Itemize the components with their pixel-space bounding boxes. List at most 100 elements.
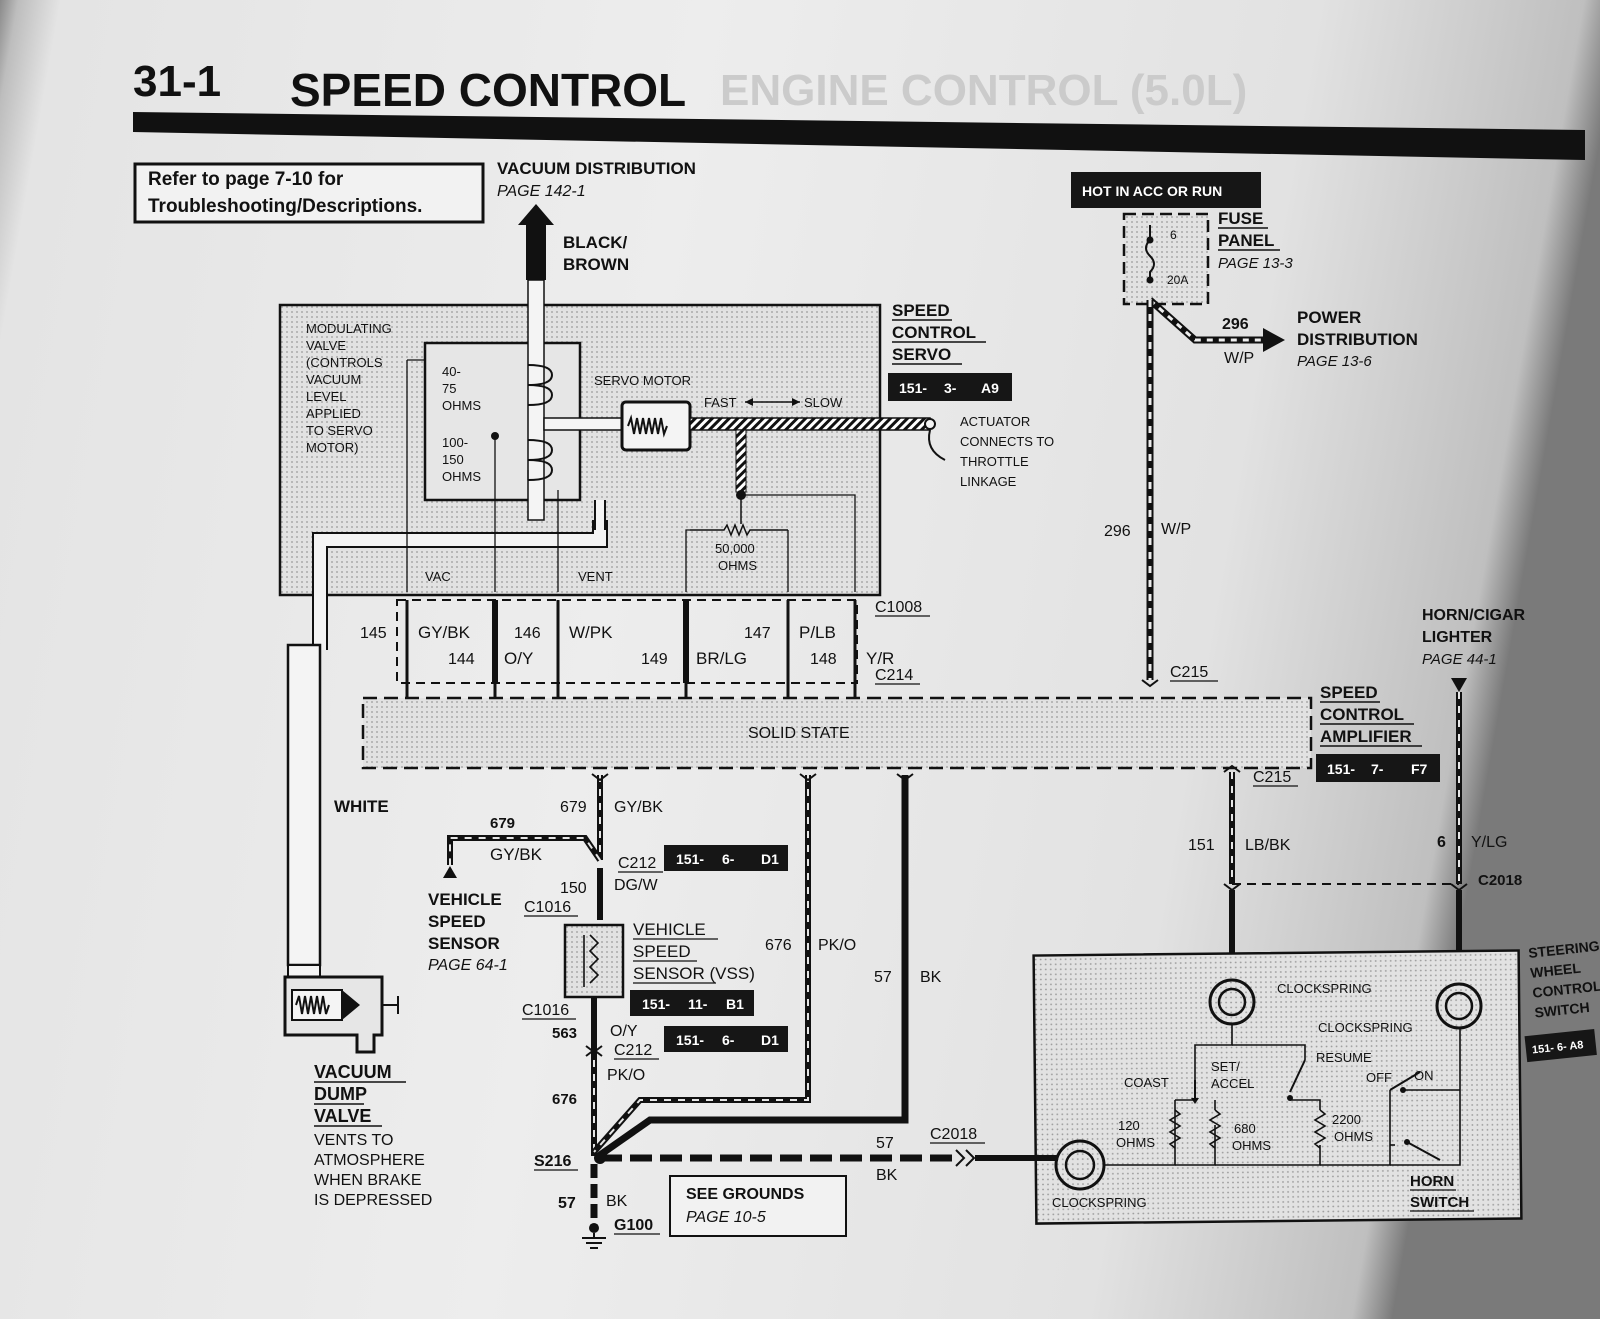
wire-150-color: DG/W [614, 877, 658, 894]
wire-57-no-b: 57 [876, 1135, 894, 1152]
power-dist-title-1: POWER [1297, 308, 1361, 327]
vacuum-distribution-label: VACUUM DISTRIBUTION [497, 159, 696, 178]
fuse-dot [1146, 276, 1154, 284]
wire-296-to-power [1147, 297, 1270, 344]
vacuum-dump-valve-icon [283, 964, 399, 1054]
servo-title-2: CONTROL [892, 323, 976, 342]
coil-label-line: OHMS [442, 469, 481, 484]
see-grounds-box: SEE GROUNDS PAGE 10-5 [669, 1175, 847, 1237]
switch-contact [1191, 1098, 1199, 1104]
dump-valve-desc-1: VENTS TO [314, 1132, 393, 1149]
c2018-right-label: C2018 [1478, 872, 1522, 889]
fuse-panel-title-1: FUSE [1218, 209, 1263, 228]
steering-switch-title: STEERING WHEEL CONTROL SWITCH [1527, 938, 1600, 1021]
dump-valve-desc-2: ATMOSPHERE [314, 1152, 425, 1169]
power-dist-page: PAGE 13-6 [1297, 353, 1372, 370]
vac-label: VAC [425, 569, 451, 584]
wire-147-color: P/LB [799, 623, 836, 642]
vacuum-distribution-page: PAGE 142-1 [497, 183, 586, 200]
wire-6-color: Y/LG [1471, 834, 1507, 851]
vacuum-supply-pipe [527, 279, 545, 521]
steering-wheel-control-switch [1032, 949, 1523, 1225]
remote-vss-title-3: SENSOR [428, 934, 500, 953]
c212-upper-ref-badge: 151- 6- D1 [664, 845, 788, 871]
servo-title-3: SERVO [892, 345, 951, 364]
amplifier-body-label: SOLID STATE [748, 725, 850, 742]
wire-57-no-a: 57 [874, 969, 892, 986]
dump-valve-title-1: VACUUM [314, 1062, 392, 1082]
actuator-label-line: THROTTLE [960, 454, 1029, 469]
amplifier-title-1: SPEED [1320, 683, 1378, 702]
wire-57-no-c: 57 [558, 1195, 576, 1212]
ref-part: 3- [944, 380, 957, 396]
wire-145-no: 145 [360, 625, 387, 642]
s216-label: S216 [534, 1153, 571, 1170]
amp-pin-icon [896, 773, 914, 782]
harness-to-amplifier [405, 683, 857, 698]
c2018-pin-icon [955, 1149, 976, 1167]
vss-sensor-icon [563, 923, 625, 999]
ref-part: 6- [722, 1032, 735, 1048]
refer-line-2: Troubleshooting/Descriptions. [148, 196, 422, 217]
resistor-120-icon [1168, 1109, 1182, 1149]
c212-lower-ref-badge: 151- 6- D1 [664, 1026, 788, 1052]
valve-label-line: APPLIED [306, 406, 361, 421]
c212-lower-pin-icon [585, 1045, 603, 1057]
wire-150-no: 150 [560, 880, 587, 897]
valve-label: MODULATING VALVE (CONTROLS VACUUM LEVEL … [306, 321, 392, 455]
c215-pin-icon [1141, 679, 1159, 688]
c1008-label: C1008 [875, 599, 922, 616]
servo-internal-leads [406, 359, 856, 592]
coil-label-line: 75 [442, 381, 456, 396]
potentiometer-icon [690, 522, 788, 538]
horn-cigar-title-2: LIGHTER [1422, 629, 1493, 646]
resistor-680-icon [1208, 1109, 1222, 1149]
off-label: OFF [1366, 1070, 1392, 1085]
on-off-switch-icon [1389, 1071, 1421, 1091]
coil-label-line: 100- [442, 435, 468, 450]
wire-57-amp [597, 775, 909, 1158]
ref-part: 11- [688, 996, 708, 1012]
dump-valve-title-3: VALVE [314, 1106, 371, 1126]
grounds-title: SEE GROUNDS [686, 1186, 805, 1203]
coil-label-line: 150 [442, 452, 464, 467]
servo-spring [627, 414, 668, 438]
r120-unit: OHMS [1116, 1135, 1155, 1150]
c214-label: C214 [875, 667, 913, 684]
servo-motor-label: SERVO MOTOR [594, 373, 691, 388]
ref-part: F7 [1411, 761, 1428, 777]
valve-label-line: TO SERVO [306, 423, 373, 438]
connector-c1008-c214 [396, 599, 858, 684]
horn-feed-arrow-icon [1451, 678, 1467, 692]
wire-145-color: GY/BK [418, 623, 471, 642]
ref-part: A9 [981, 380, 999, 396]
switch-dot [1287, 1095, 1293, 1101]
ref-part: 151- [676, 851, 704, 867]
power-wire-color: W/P [1224, 350, 1254, 367]
wire-296-no: 296 [1104, 523, 1131, 540]
actuator-label-line: ACTUATOR [960, 414, 1030, 429]
wire-679b-color: GY/BK [490, 845, 543, 864]
wire-676-color-b: PK/O [818, 937, 856, 954]
fuse-number: 6 [1170, 228, 1177, 242]
switch-dot [1400, 1087, 1406, 1093]
wire-146-no: 146 [514, 625, 541, 642]
ground-dot [589, 1223, 599, 1233]
horn-cigar-page: PAGE 44-1 [1422, 651, 1497, 668]
page-title: SPEED CONTROL [290, 64, 686, 116]
coil-lower-icon [527, 439, 554, 481]
wire-679-no: 679 [560, 799, 587, 816]
hose-color-1: BLACK/ [563, 233, 627, 252]
wire-563-color: O/Y [610, 1023, 638, 1040]
arrow-right-icon [792, 398, 800, 406]
actuator-rod [689, 417, 931, 431]
pot-unit: OHMS [718, 558, 757, 573]
resume-switch-icon [1289, 1059, 1306, 1093]
wire-296-to-power-stripe [1149, 298, 1270, 342]
speed-control-amplifier [361, 696, 1313, 770]
valve-label-line: VACUUM [306, 372, 361, 387]
coil-label-line: 40- [442, 364, 461, 379]
power-dist-title-2: DISTRIBUTION [1297, 330, 1418, 349]
ref-part: 151- [676, 1032, 704, 1048]
slow-label: SLOW [804, 395, 843, 410]
